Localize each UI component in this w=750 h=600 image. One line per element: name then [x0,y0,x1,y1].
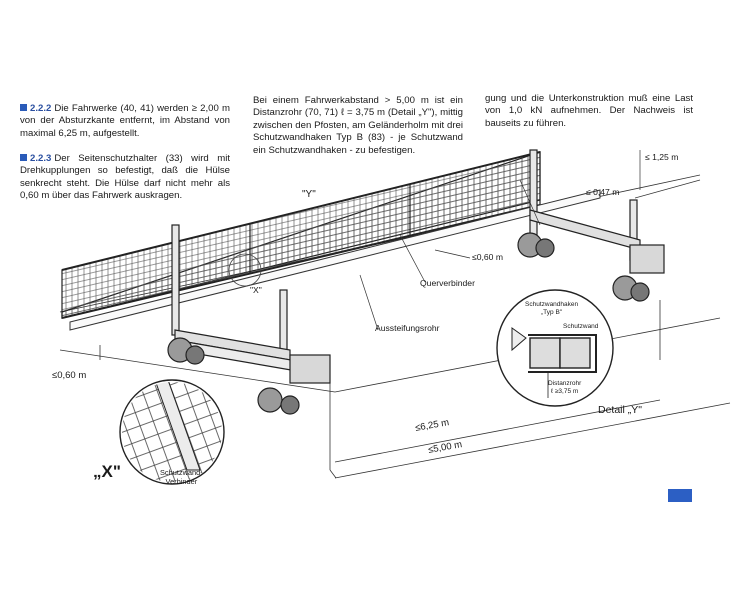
left-carriage [167,329,331,415]
dimension-047-label: ≤ 0,47 m [586,187,620,197]
detail-y-title: Detail „Y" [598,404,642,416]
paragraph-last: gung und die Unterkonstruktion muß eine … [485,93,693,130]
leader-lines [359,150,701,331]
paragraph-text: Der Seitenschutzhalter (33) wird mit Dre… [20,153,230,202]
detail-x-title: „X" [93,462,121,481]
section-bullet-icon [20,104,27,111]
section-number: 2.2.3 [30,153,52,164]
paragraph-distanzrohr: Bei einem Fahrwerkabstand > 5,00 m ist e… [253,95,463,157]
aussteifungsrohr-label: Aussteifungsrohr [375,323,440,333]
section-number: 2.2.2 [30,103,52,114]
paragraph-text: Bei einem Fahrwerkabstand > 5,00 m ist e… [253,95,463,156]
querverbinder-label: Querverbinder [420,278,475,288]
paragraph-text: gung und die Unterkonstruktion muß eine … [485,93,693,129]
section-bullet-icon [20,154,27,161]
dimension-lines [329,249,731,479]
detail-x-label: Schutzwand- Verbinder [160,468,203,486]
dimension-060-left-label: ≤0,60 m [52,370,87,381]
ref-y-label: "Y" [302,189,316,200]
ref-x-label: "X" [250,285,262,295]
detail-y [496,289,614,407]
page-badge [668,489,692,502]
right-carriage [517,209,665,302]
detail-y-hook-label: Schutzwandhaken „Typ B" [525,301,579,316]
stiffening-pipe [69,189,601,331]
detail-y-pipe-label: Distanzrohr ℓ ≥3,75 m [548,380,582,395]
dimension-125-label: ≤ 1,25 m [645,152,679,162]
detail-x [119,253,262,485]
dimension-060-right-label: ≤0,60 m [472,252,503,262]
paragraph-text: Die Fahrwerke (40, 41) werden ≥ 2,00 m v… [20,103,230,139]
detail-y-wall-label: Schutzwand [563,323,599,330]
guard-mesh-panel [61,151,541,319]
